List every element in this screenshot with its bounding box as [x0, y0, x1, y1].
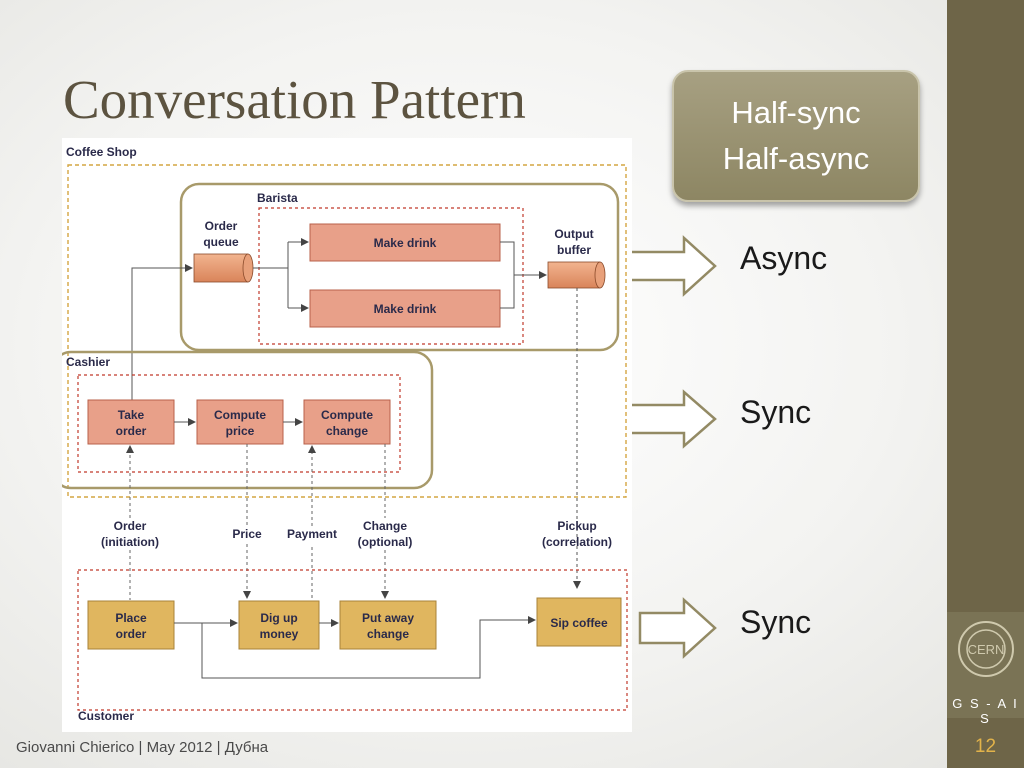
customer-boundary — [77, 569, 628, 711]
dig-up-money-label-2: money — [260, 627, 299, 641]
compute-price-box — [196, 399, 284, 445]
compute-price-label-2: price — [226, 424, 255, 438]
sip-coffee-label: Sip coffee — [550, 616, 608, 630]
compute-price-label-1: Compute — [214, 408, 266, 422]
place-order-box — [87, 600, 175, 650]
order-queue-cylinder — [193, 253, 254, 283]
take-order-label-1: Take — [118, 408, 145, 422]
place-order-label-2: order — [116, 627, 147, 641]
arrow-async — [623, 235, 717, 297]
put-away-change-label-1: Put away — [362, 611, 414, 625]
cashier-label: Cashier — [66, 355, 110, 369]
take-order-box — [87, 399, 175, 445]
cern-logo: CERN — [947, 612, 1024, 718]
sip-coffee-box — [536, 597, 622, 647]
arrow-sync-customer — [638, 597, 717, 659]
msg-order-label-1: Order — [114, 519, 147, 533]
barista-boundary — [258, 207, 524, 345]
msg-change-label-2: (optional) — [358, 535, 413, 549]
put-away-change-label-2: change — [367, 627, 409, 641]
barista-outline — [179, 182, 620, 352]
label-sync-customer: Sync — [740, 604, 812, 640]
msg-pickup-label-1: Pickup — [557, 519, 596, 533]
compute-change-box — [303, 399, 391, 445]
output-buffer-cylinder — [547, 261, 606, 289]
place-order-label-1: Place — [115, 611, 147, 625]
put-away-change-box — [339, 600, 437, 650]
label-sync-cashier: Sync — [740, 394, 812, 430]
customer-label: Customer — [78, 709, 134, 723]
cern-logo-text: CERN — [968, 642, 1005, 657]
coffee-shop-label: Coffee Shop — [66, 145, 137, 159]
msg-pickup-label-2: (correlation) — [542, 535, 612, 549]
gs-ais-label: G S - A I S — [952, 696, 1019, 726]
message-lines — [126, 444, 389, 600]
half-sync-badge: Half-sync Half-async — [672, 70, 920, 202]
make-drink-label-1: Make drink — [374, 236, 437, 250]
order-queue-label-1: Order — [205, 219, 238, 233]
cashier-outline — [62, 350, 434, 490]
output-buffer-label-2: buffer — [557, 243, 591, 257]
footer-text: Giovanni Chierico | May 2012 | Дубна — [16, 739, 269, 756]
output-buffer-label-1: Output — [554, 227, 593, 241]
barista-connectors — [131, 238, 581, 589]
dig-up-money-label-1: Dig up — [260, 611, 297, 625]
badge-line-2: Half-async — [722, 141, 870, 176]
label-async: Async — [740, 240, 828, 276]
slide-title: Conversation Pattern — [63, 69, 526, 130]
compute-change-label-1: Compute — [321, 408, 373, 422]
conversation-diagram: Coffee Shop Barista Order queue Output b… — [62, 138, 632, 732]
msg-order-label-2: (initiation) — [101, 535, 159, 549]
msg-payment-label: Payment — [287, 527, 337, 541]
take-order-label-2: order — [116, 424, 147, 438]
msg-price-label: Price — [232, 527, 262, 541]
order-queue-label-2: queue — [203, 235, 239, 249]
badge-line-1: Half-sync — [731, 94, 861, 130]
make-drink-label-2: Make drink — [374, 302, 437, 316]
dig-up-money-box — [238, 600, 320, 650]
coffee-shop-boundary — [67, 164, 627, 498]
msg-change-label-1: Change — [363, 519, 407, 533]
make-drink-box-2 — [309, 289, 501, 328]
customer-connectors — [174, 616, 536, 679]
slide-number: 12 — [974, 736, 997, 757]
cern-logo-icon: CERN — [958, 621, 1014, 677]
compute-change-label-2: change — [326, 424, 368, 438]
barista-label: Barista — [257, 191, 298, 205]
